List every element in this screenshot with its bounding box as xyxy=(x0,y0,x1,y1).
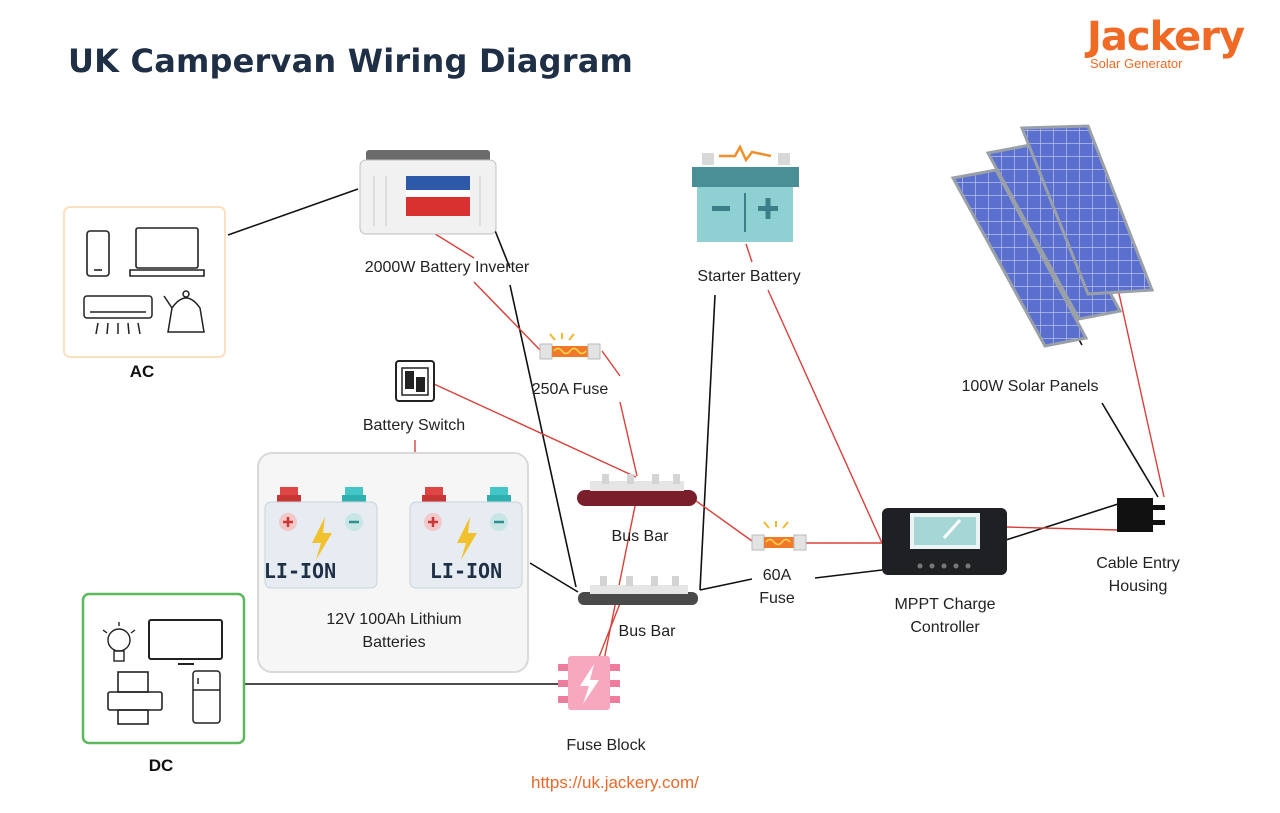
page-title: UK Campervan Wiring Diagram xyxy=(68,42,634,80)
lightning-icon xyxy=(580,664,599,704)
brand-logo[interactable]: Jackery xyxy=(1087,14,1245,60)
cable-entry-label: Cable Entry Housing xyxy=(1078,552,1198,598)
negative-wires xyxy=(227,188,1159,685)
lightbulb-icon xyxy=(102,622,136,662)
dc-label: DC xyxy=(148,756,174,775)
tv-icon xyxy=(148,619,223,665)
lithium-label-line2: Batteries xyxy=(362,634,426,651)
lithium-batteries-label: 12V 100Ah Lithium Batteries xyxy=(298,608,490,654)
laptop-icon xyxy=(129,227,205,277)
cable-entry-line2: Housing xyxy=(1108,578,1168,595)
solar-panels-label: 100W Solar Panels xyxy=(961,378,1099,395)
fuse-60a-line2: Fuse xyxy=(759,590,795,607)
mppt-label-line1: MPPT Charge xyxy=(894,596,996,613)
battery-switch-shape xyxy=(395,360,435,402)
dc-group-box xyxy=(81,592,246,745)
starter-battery-label: Starter Battery xyxy=(697,268,801,285)
battery-1-badge: LI-ION xyxy=(263,559,337,583)
printer-icon xyxy=(107,671,163,725)
lithium-battery-2 xyxy=(409,487,523,589)
mppt-label-line2: Controller xyxy=(910,619,980,636)
fuse-250a-shape xyxy=(539,333,601,360)
phone-icon xyxy=(86,230,110,277)
fuse-250a-label: 250A Fuse xyxy=(531,381,609,398)
fuse-60a-label: 60A Fuse xyxy=(742,564,812,610)
ac-group-box xyxy=(63,206,226,358)
fuse-60a-shape xyxy=(751,521,807,551)
bus-bar-bottom-shape xyxy=(578,576,698,605)
bus-bar-bottom-label: Bus Bar xyxy=(618,623,676,640)
inverter-label: 2000W Battery Inverter xyxy=(364,259,530,276)
lithium-battery-1 xyxy=(264,487,378,589)
mppt-label: MPPT Charge Controller xyxy=(870,593,1020,639)
fuse-block-shape xyxy=(558,656,620,710)
fridge-icon xyxy=(192,670,221,724)
lithium-label-line1: 12V 100Ah Lithium xyxy=(326,611,462,628)
bus-bar-top-shape xyxy=(577,474,697,506)
fuse-60a-line1: 60A xyxy=(762,567,792,584)
cable-entry-line1: Cable Entry xyxy=(1096,555,1180,572)
ac-label: AC xyxy=(129,362,155,381)
starter-battery-shape xyxy=(692,144,799,242)
bus-bar-top-label: Bus Bar xyxy=(611,528,669,545)
solar-panel-icon xyxy=(950,124,1155,348)
website-link[interactable]: https://uk.jackery.com/ xyxy=(531,773,699,792)
plug-icon xyxy=(1117,498,1165,532)
battery-2-badge: LI-ION xyxy=(429,559,503,583)
kettle-icon xyxy=(163,290,205,333)
fuse-block-label: Fuse Block xyxy=(566,737,646,754)
mppt-controller-shape xyxy=(882,508,1007,575)
battery-switch-label: Battery Switch xyxy=(362,417,466,434)
air-conditioner-icon xyxy=(83,295,153,335)
inverter-shape xyxy=(359,150,497,235)
brand-tagline: Solar Generator xyxy=(1090,56,1183,71)
